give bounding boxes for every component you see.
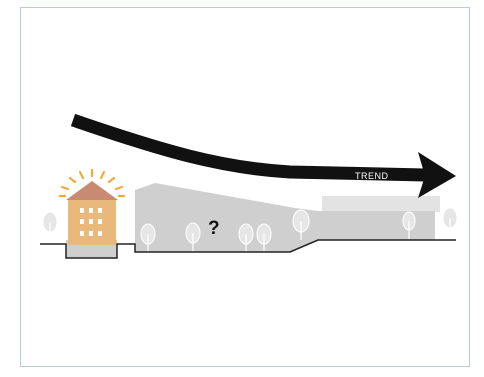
trend-label: TREND (355, 171, 389, 181)
house-roof (66, 181, 118, 200)
question-mark: ? (208, 218, 220, 239)
distant-development-block (322, 196, 440, 212)
new-development-volume (135, 183, 435, 252)
tree (443, 208, 457, 240)
tree (43, 212, 57, 244)
trend-arrow-icon (73, 120, 425, 175)
house-windows (80, 208, 102, 236)
